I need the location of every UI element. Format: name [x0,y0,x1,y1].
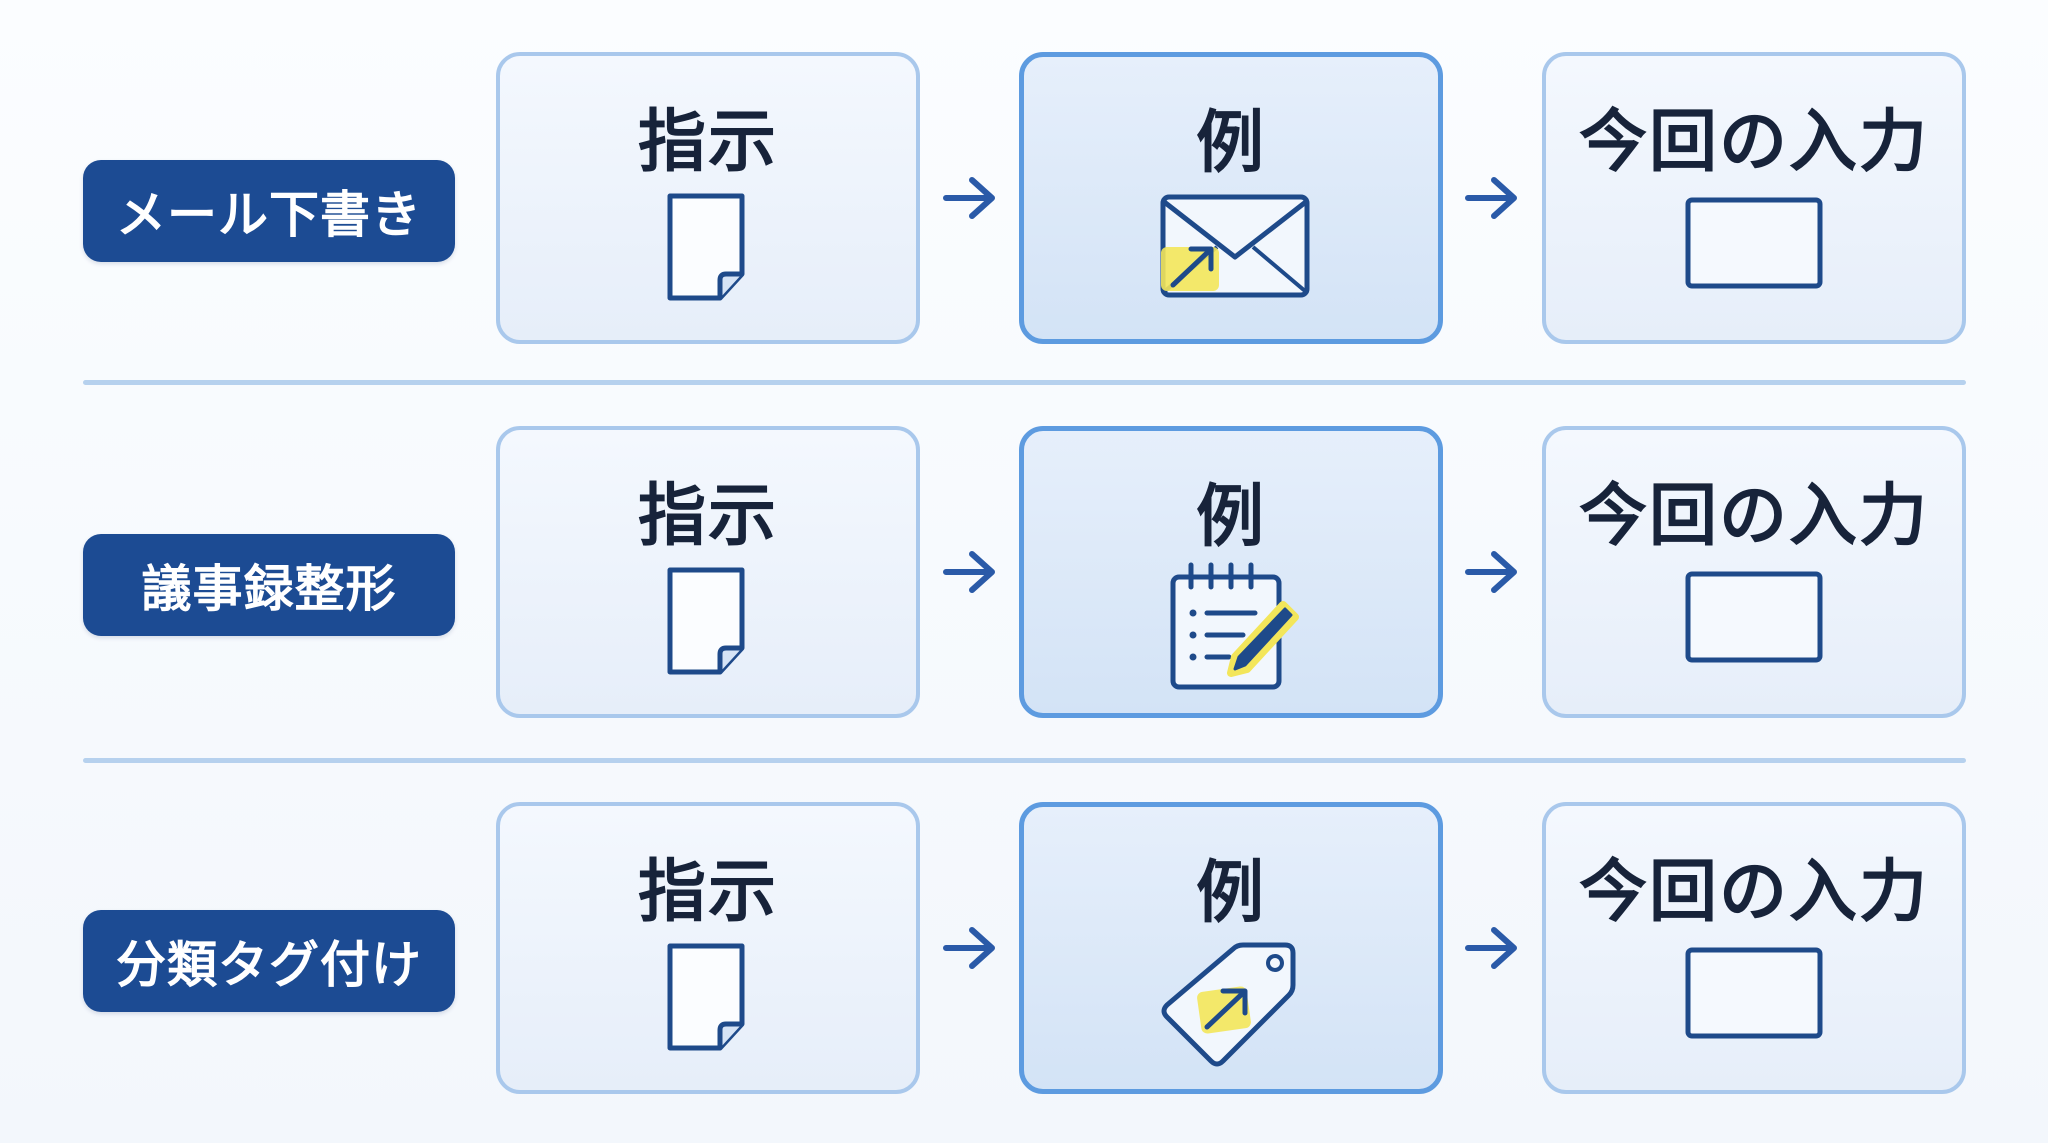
row-label-classification-tagging: 分類タグ付け [83,910,455,1012]
document-icon [628,936,788,1066]
input-title: 今回の入力 [1578,103,1929,182]
example-box: 例 [1019,52,1443,344]
row-divider [83,380,1966,385]
input-title: 今回の入力 [1578,853,1929,932]
example-title: 例 [1195,478,1266,557]
instruction-title: 指示 [637,103,778,182]
arrow-right-icon [938,168,1002,228]
arrow-right-icon [1460,542,1524,602]
input-box-icon [1674,936,1834,1066]
notepad-pen-icon [1151,561,1311,691]
row-divider [83,758,1966,763]
arrow-right-icon [1460,168,1524,228]
row-classification-tagging: 分類タグ付け 指示 例 今回の入力 [0,802,2048,1102]
arrow-right-icon [938,918,1002,978]
input-title: 今回の入力 [1578,477,1929,556]
row-label-email-draft: メール下書き [83,160,455,262]
instruction-box: 指示 [496,426,920,718]
document-icon [628,186,788,316]
arrow-right-icon [1460,918,1524,978]
example-title: 例 [1195,854,1266,933]
example-box: 例 [1019,802,1443,1094]
input-box-icon [1674,186,1834,316]
instruction-box: 指示 [496,802,920,1094]
row-email-draft: メール下書き 指示 例 今回の入力 [0,52,2048,352]
example-title: 例 [1195,104,1266,183]
input-box: 今回の入力 [1542,52,1966,344]
tag-icon [1151,937,1311,1067]
example-box: 例 [1019,426,1443,718]
row-label-meeting-minutes: 議事録整形 [83,534,455,636]
document-icon [628,560,788,690]
input-box-icon [1674,560,1834,690]
envelope-icon [1151,187,1311,317]
instruction-box: 指示 [496,52,920,344]
instruction-title: 指示 [637,477,778,556]
instruction-title: 指示 [637,853,778,932]
input-box: 今回の入力 [1542,426,1966,718]
input-box: 今回の入力 [1542,802,1966,1094]
arrow-right-icon [938,542,1002,602]
row-meeting-minutes: 議事録整形 指示 例 [0,426,2048,726]
